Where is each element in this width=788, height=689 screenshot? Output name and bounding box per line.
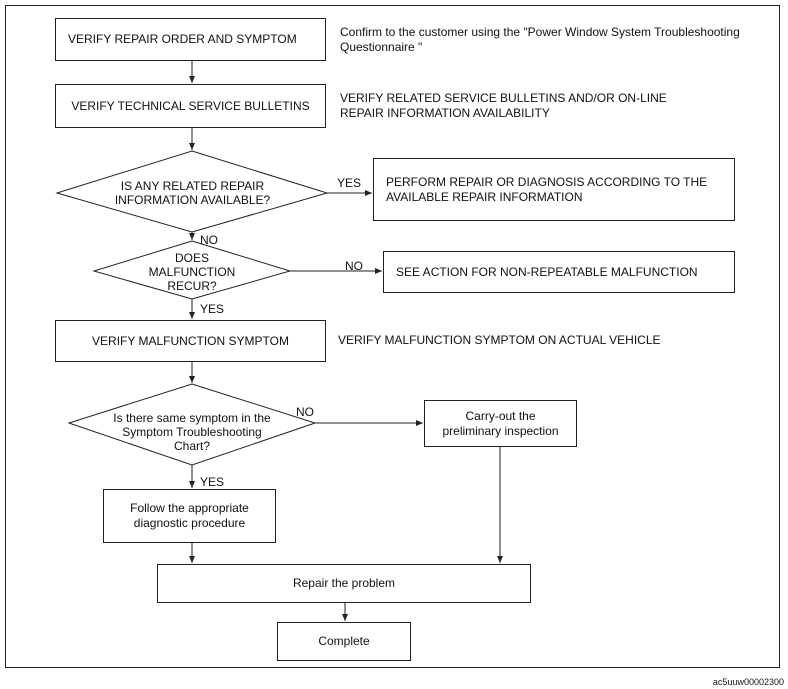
figure-code: ac5uuw00002300 (712, 677, 784, 687)
box-non-repeatable-text: SEE ACTION FOR NON-REPEATABLE MALFUNCTIO… (396, 264, 698, 279)
label-yes-3: YES (200, 475, 225, 489)
box-verify-tsb-text: VERIFY TECHNICAL SERVICE BULLETINS (71, 98, 310, 113)
box-preliminary-text: Carry-out the preliminary inspection (442, 408, 559, 438)
box-verify-repair-order-text: VERIFY REPAIR ORDER AND SYMPTOM (68, 32, 297, 46)
label-no-1: NO (200, 233, 218, 247)
decision-diamond-recur (92, 240, 292, 300)
label-no-2: NO (345, 259, 363, 273)
label-no-3: NO (296, 405, 314, 419)
box-follow-procedure-text: Follow the appropriate diagnostic proced… (130, 501, 249, 530)
decision-same-symptom-text: Is there same symptom in the Symptom Tro… (113, 411, 271, 453)
box-verify-symptom: VERIFY MALFUNCTION SYMPTOM (55, 320, 326, 362)
box-non-repeatable: SEE ACTION FOR NON-REPEATABLE MALFUNCTIO… (383, 251, 735, 293)
box-follow-procedure: Follow the appropriate diagnostic proced… (103, 489, 276, 543)
box-preliminary: Carry-out the preliminary inspection (424, 400, 577, 447)
label-yes-2: YES (200, 302, 225, 316)
note-verify-tsb: VERIFY RELATED SERVICE BULLETINS AND/OR … (340, 91, 667, 120)
box-complete-text: Complete (318, 634, 370, 648)
label-yes-1: YES (337, 176, 362, 190)
box-verify-repair-order: VERIFY REPAIR ORDER AND SYMPTOM (55, 18, 326, 61)
box-complete: Complete (277, 622, 411, 661)
box-verify-tsb: VERIFY TECHNICAL SERVICE BULLETINS (55, 84, 326, 128)
diagram-frame (5, 5, 780, 668)
note-verify-symptom: VERIFY MALFUNCTION SYMPTOM ON ACTUAL VEH… (338, 333, 661, 347)
box-perform-repair: PERFORM REPAIR OR DIAGNOSIS ACCORDING TO… (373, 158, 735, 221)
box-repair-problem: Repair the problem (157, 564, 531, 603)
decision-diamond-same-symptom (67, 383, 317, 466)
box-verify-symptom-text: VERIFY MALFUNCTION SYMPTOM (92, 333, 289, 348)
note-verify-repair-order: Confirm to the customer using the "Power… (340, 25, 740, 54)
box-repair-problem-text: Repair the problem (292, 576, 396, 590)
decision-diamond-repair-info (55, 150, 329, 233)
decision-recur-text: DOES MALFUNCTION RECUR? (148, 251, 236, 293)
decision-repair-info-text: IS ANY RELATED REPAIR INFORMATION AVAILA… (114, 179, 271, 207)
box-perform-repair-text: PERFORM REPAIR OR DIAGNOSIS ACCORDING TO… (386, 174, 708, 204)
